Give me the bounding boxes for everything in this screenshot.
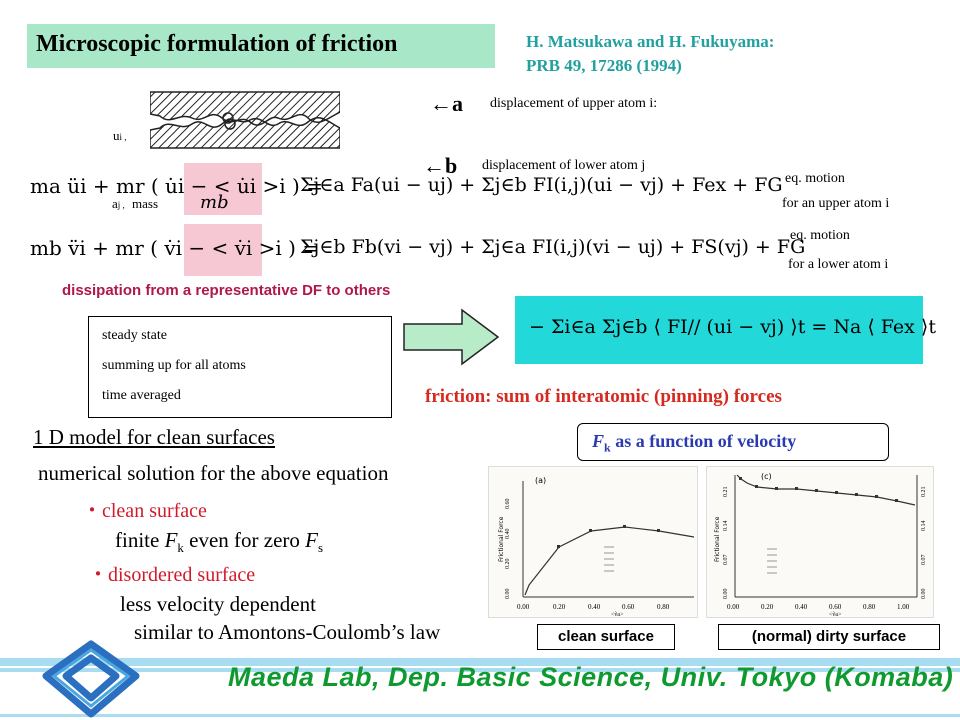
svg-text:0.21: 0.21 bbox=[723, 487, 729, 498]
steady-line-3: time averaged bbox=[102, 388, 181, 403]
svg-text:0.14: 0.14 bbox=[921, 521, 927, 532]
svg-text:0.20: 0.20 bbox=[553, 603, 566, 611]
dissipation-note: dissipation from a representative DF to … bbox=[62, 282, 391, 299]
eq1-note-line1: eq. motion bbox=[785, 171, 845, 186]
label-b-letter: ←b bbox=[423, 153, 458, 178]
graph-dirty-surface: (c) Frictional Force 0.21 0.14 0.07 0.00… bbox=[706, 466, 934, 618]
amontons-law: similar to Amontons-Coulomb’s law bbox=[134, 620, 441, 644]
svg-text:0.00: 0.00 bbox=[921, 589, 927, 600]
eq1-note-line2: for an upper atom i bbox=[782, 196, 890, 211]
svg-text:0.40: 0.40 bbox=[588, 603, 601, 611]
equation-upper-lhs: ma üi + mr ( u̇i − < u̇i >i ) = bbox=[30, 174, 323, 198]
reference-authors: H. Matsukawa and H. Fukuyama: bbox=[526, 32, 775, 51]
footer-band bbox=[0, 658, 960, 717]
svg-text:<ṽa>: <ṽa> bbox=[829, 612, 842, 618]
equation-lower-lhs: mb v̈i + mr ( v̇i − < v̇i >i ) = bbox=[30, 236, 320, 260]
less-velocity: less velocity dependent bbox=[120, 592, 316, 616]
highlight-upper bbox=[184, 163, 262, 215]
label-b-text: displacement of lower atom j bbox=[482, 158, 646, 173]
svg-text:1.00: 1.00 bbox=[897, 603, 910, 611]
svg-text:0.80: 0.80 bbox=[863, 603, 876, 611]
steady-state-box: steady state summing up for all atoms ti… bbox=[88, 316, 392, 418]
svg-text:0.14: 0.14 bbox=[723, 521, 729, 532]
vj-label: aj , mass bbox=[112, 196, 159, 211]
result-equation: − Σi∈a Σj∈b ⟨ FI// (ui − vj) ⟩t = Na ⟨ F… bbox=[529, 316, 936, 338]
svg-text:0.00: 0.00 bbox=[723, 589, 729, 600]
friction-sum-note: friction: sum of interatomic (pinning) f… bbox=[425, 386, 782, 407]
svg-text:<ṽa>: <ṽa> bbox=[611, 612, 624, 618]
fk-velocity-box: Fk as a function of velocity bbox=[577, 423, 889, 461]
highlight-lower bbox=[184, 224, 262, 276]
svg-text:0.20: 0.20 bbox=[505, 559, 511, 570]
equation-lower-rhs: Σj∈b Fb(vi − vj) + Σj∈a FI(i,j)(vi − uj)… bbox=[300, 236, 806, 258]
svg-text:0.07: 0.07 bbox=[921, 555, 927, 566]
bullet-disordered: ・disordered surface bbox=[88, 564, 256, 586]
steady-line-2: summing up for all atoms bbox=[102, 358, 246, 373]
title-banner bbox=[27, 24, 495, 68]
svg-text:0.60: 0.60 bbox=[505, 499, 511, 510]
fk-velocity-text: Fk as a function of velocity bbox=[592, 431, 797, 455]
label-a-text: displacement of upper atom i: bbox=[490, 96, 658, 111]
graph-right-ylabel: Frictional Force bbox=[714, 516, 721, 562]
footer-lab-name: Maeda Lab, Dep. Basic Science, Univ. Tok… bbox=[228, 662, 954, 692]
graph-clean-surface: (a) Frictional Force 0.60 0.40 0.20 0.00… bbox=[488, 466, 698, 618]
mb-label: mb bbox=[200, 192, 229, 213]
svg-text:0.21: 0.21 bbox=[921, 487, 927, 498]
svg-text:0.00: 0.00 bbox=[505, 589, 511, 600]
page-title: Microscopic formulation of friction bbox=[36, 31, 398, 57]
steady-line-1: steady state bbox=[102, 328, 167, 343]
university-logo-icon bbox=[42, 640, 140, 718]
arrow-right-icon bbox=[403, 308, 500, 366]
svg-text:0.00: 0.00 bbox=[517, 603, 530, 611]
svg-text:0.80: 0.80 bbox=[657, 603, 670, 611]
svg-text:0.40: 0.40 bbox=[505, 529, 511, 540]
svg-text:0.07: 0.07 bbox=[723, 555, 729, 566]
bullet-clean: ・clean surface bbox=[82, 500, 207, 522]
svg-text:0.60: 0.60 bbox=[622, 603, 635, 611]
svg-text:0.20: 0.20 bbox=[761, 603, 774, 611]
label-a-letter: ←a bbox=[430, 91, 463, 116]
svg-text:0.00: 0.00 bbox=[727, 603, 740, 611]
eq2-note-line1: eq. motion bbox=[790, 228, 850, 243]
caption-clean-surface: clean surface bbox=[537, 624, 675, 650]
surface-illustration bbox=[150, 91, 340, 149]
graph-left-tag: (a) bbox=[535, 476, 546, 485]
ui-label: ui , bbox=[113, 128, 127, 143]
finite-fk-text: finite Fk even for zero Fs bbox=[115, 528, 324, 556]
svg-text:0.60: 0.60 bbox=[829, 603, 842, 611]
caption-dirty-surface: (normal) dirty surface bbox=[718, 624, 940, 650]
numerical-solution: numerical solution for the above equatio… bbox=[38, 461, 389, 485]
model-title: 1 D model for clean surfaces bbox=[33, 425, 275, 449]
graph-right-tag: (c) bbox=[761, 472, 772, 481]
equation-upper-rhs: Σj∈a Fa(ui − uj) + Σj∈b FI(i,j)(ui − vj)… bbox=[300, 174, 783, 196]
eq2-note-line2: for a lower atom i bbox=[788, 257, 889, 272]
graph-left-ylabel: Frictional Force bbox=[498, 516, 505, 562]
svg-text:0.40: 0.40 bbox=[795, 603, 808, 611]
result-equation-box: − Σi∈a Σj∈b ⟨ FI// (ui − vj) ⟩t = Na ⟨ F… bbox=[515, 296, 936, 364]
reference-journal: PRB 49, 17286 (1994) bbox=[526, 56, 682, 75]
